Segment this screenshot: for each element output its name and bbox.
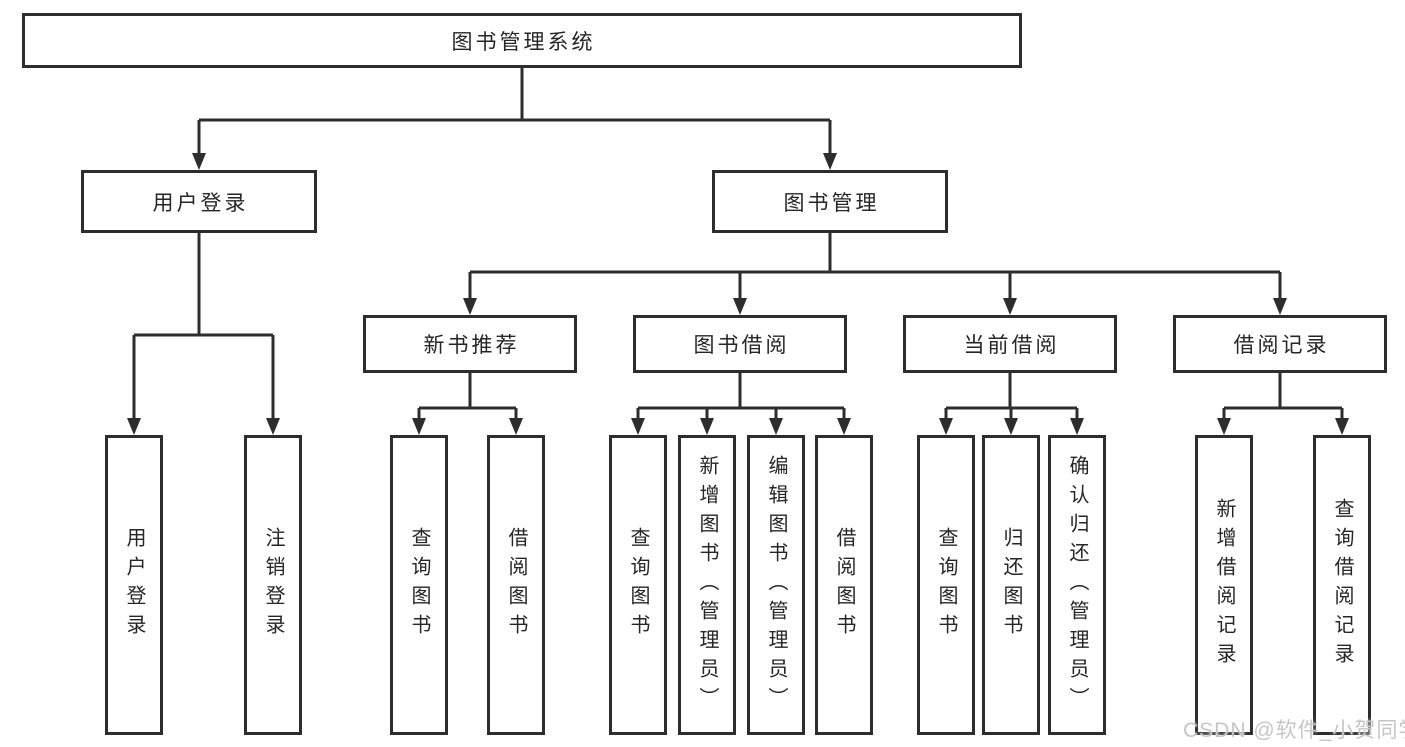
arrow-icon (1070, 418, 1084, 435)
arrow-icon (1004, 418, 1018, 435)
leaf-records-add-record: 新增借阅记录 (1195, 435, 1253, 735)
node-root: 图书管理系统 (22, 13, 1022, 68)
arrow-icon (463, 298, 477, 315)
csdn-watermark: CSDN @软件_小贺同学 (1183, 719, 1405, 742)
node-label: 用户登录 (152, 191, 249, 215)
node-label: 图书借阅 (693, 334, 790, 357)
node-label: 查询图书 (935, 527, 957, 643)
node-book-management: 图书管理 (712, 170, 948, 233)
leaf-current-return-books: 归还图书 (982, 435, 1040, 735)
node-label: 归还图书 (1000, 527, 1022, 643)
node-label: 新增借阅记录 (1213, 498, 1235, 672)
leaf-records-query-record: 查询借阅记录 (1313, 435, 1371, 735)
node-user-login: 用户登录 (81, 170, 317, 233)
node-label: 查询图书 (627, 527, 649, 643)
node-book-borrowing: 图书借阅 (633, 315, 847, 373)
arrow-icon (192, 153, 206, 170)
leaf-borrowing-query-books: 查询图书 (609, 435, 667, 735)
arrow-icon (837, 418, 851, 435)
leaf-user-login: 用户登录 (105, 435, 163, 735)
arrow-icon (1217, 418, 1231, 435)
arrow-icon (631, 418, 645, 435)
arrow-icon (127, 418, 141, 435)
node-label: 图书管理 (783, 191, 880, 215)
node-label: 查询借阅记录 (1331, 498, 1353, 672)
arrow-icon (266, 418, 280, 435)
arrow-icon (823, 153, 837, 170)
node-label: 查询图书 (408, 527, 430, 643)
arrow-icon (769, 418, 783, 435)
node-label: 新书推荐 (423, 334, 520, 357)
arrow-icon (412, 418, 426, 435)
arrow-icon (939, 418, 953, 435)
node-label: 新增图书（管理员） (696, 454, 718, 716)
leaf-borrowing-add-books-admin: 新增图书（管理员） (678, 435, 736, 735)
node-label: 图书管理系统 (451, 30, 596, 54)
node-label: 确认归还（管理员） (1066, 454, 1088, 716)
node-label: 借阅图书 (833, 527, 855, 643)
leaf-borrowing-borrow-books: 借阅图书 (815, 435, 873, 735)
node-label: 用户登录 (123, 527, 145, 643)
node-borrowing-records: 借阅记录 (1173, 315, 1387, 373)
leaf-logout: 注销登录 (244, 435, 302, 735)
leaf-current-query-books: 查询图书 (917, 435, 975, 735)
node-label: 借阅记录 (1233, 334, 1330, 357)
node-label: 借阅图书 (505, 527, 527, 643)
node-new-book-recommend: 新书推荐 (363, 315, 577, 373)
leaf-newbook-query-books: 查询图书 (390, 435, 448, 735)
arrow-icon (509, 418, 523, 435)
arrow-icon (1335, 418, 1349, 435)
leaf-borrowing-edit-books-admin: 编辑图书（管理员） (747, 435, 805, 735)
arrow-icon (1003, 298, 1017, 315)
leaf-current-confirm-return-admin: 确认归还（管理员） (1048, 435, 1106, 735)
arrow-icon (700, 418, 714, 435)
arrow-icon (1273, 298, 1287, 315)
node-label: 注销登录 (262, 527, 284, 643)
arrow-icon (733, 298, 747, 315)
node-current-borrowing: 当前借阅 (903, 315, 1117, 373)
leaf-newbook-borrow-books: 借阅图书 (487, 435, 545, 735)
node-label: 当前借阅 (963, 334, 1060, 357)
node-label: 编辑图书（管理员） (765, 454, 787, 716)
